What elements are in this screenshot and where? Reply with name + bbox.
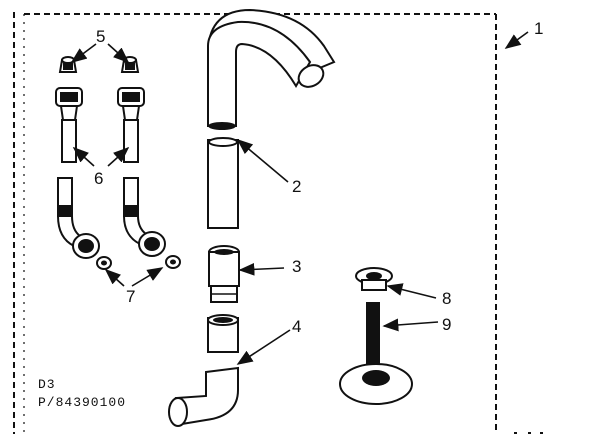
callout-4: 4 — [292, 317, 301, 336]
callout-9: 9 — [442, 315, 451, 334]
callout-7: 7 — [126, 287, 135, 306]
part-6-connectors — [55, 87, 145, 163]
callout-3: 3 — [292, 257, 301, 276]
drawing-code-line1: D3 — [38, 377, 56, 392]
part-9-stud-base — [339, 302, 413, 405]
dashed-border — [13, 12, 497, 434]
part-4-sleeve-elbow — [168, 314, 239, 427]
scan-specks — [514, 432, 543, 434]
part-7-elbows-washers — [56, 177, 181, 270]
callout-2: 2 — [292, 177, 301, 196]
part-5-nuts — [58, 56, 140, 73]
callout-1: 1 — [534, 19, 543, 38]
drawing-code-line2: P/84390100 — [38, 395, 126, 410]
part-2-gooseneck-pipe — [207, 8, 336, 229]
part-8-grommet — [355, 267, 393, 291]
callout-5: 5 — [96, 27, 105, 46]
callout-6: 6 — [94, 169, 103, 188]
callout-8: 8 — [442, 289, 451, 308]
part-3-coupler — [208, 245, 240, 303]
leader-lines — [70, 31, 529, 365]
